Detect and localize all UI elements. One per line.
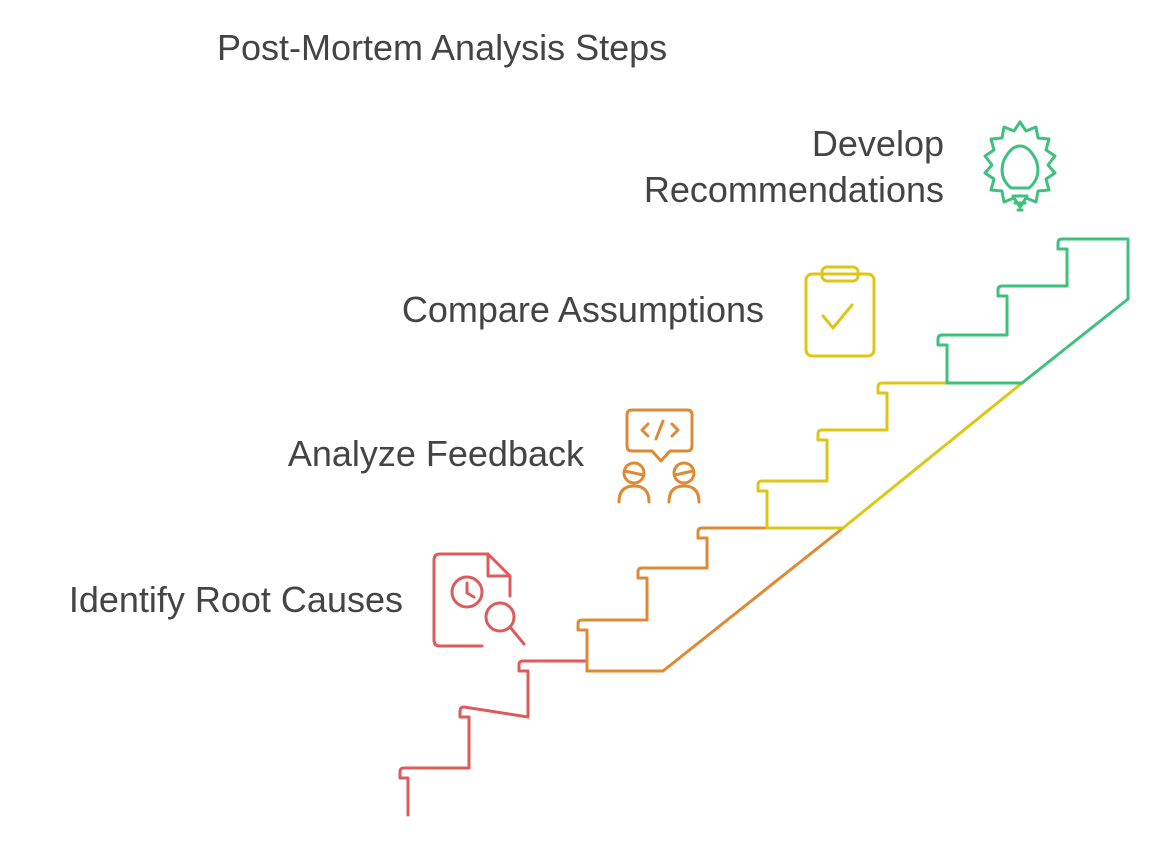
- step-4-label: Develop Recommendations: [644, 121, 944, 213]
- stair-segment-4: [936, 237, 1130, 385]
- step-1-label: Identify Root Causes: [68, 579, 403, 620]
- lightbulb-gear-icon: [983, 120, 1057, 212]
- step-3-label: Compare Assumptions: [401, 289, 764, 330]
- diagram-title: Post-Mortem Analysis Steps: [217, 27, 668, 68]
- clipboard-check-icon: [804, 265, 876, 358]
- stair-segment-2: [576, 526, 845, 673]
- stair-segment-1: [398, 659, 665, 817]
- step-4-label-line2: Recommendations: [643, 169, 944, 210]
- step-2-label: Analyze Feedback: [287, 433, 584, 474]
- stair-segment-3: [756, 381, 1024, 530]
- step-4-label-line1: Develop: [811, 123, 944, 164]
- document-clock-search-icon: [432, 552, 526, 648]
- code-review-people-icon: [617, 408, 701, 504]
